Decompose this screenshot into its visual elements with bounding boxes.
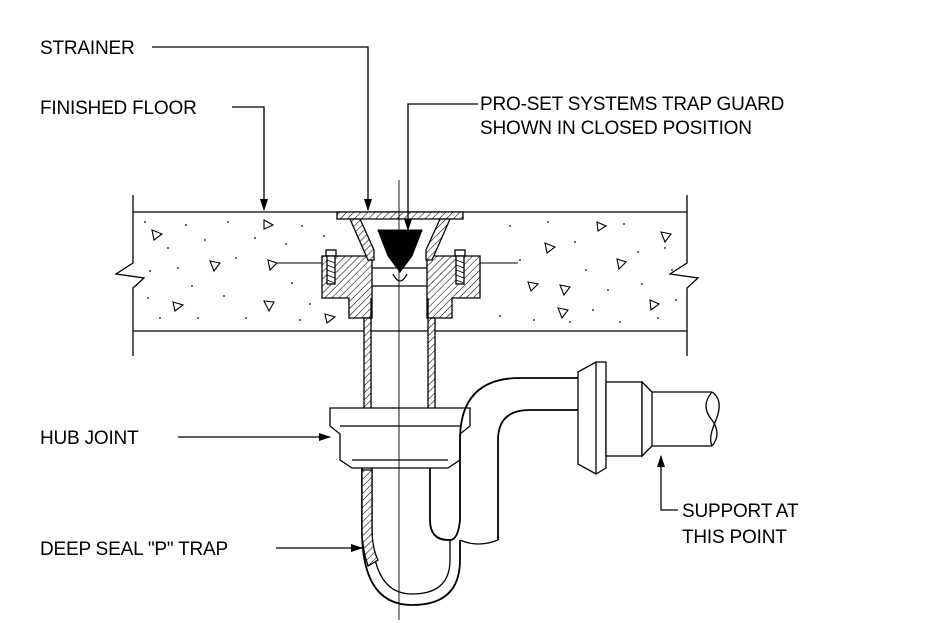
label-p-trap: DEEP SEAL "P" TRAP	[40, 539, 228, 560]
label-support-line2: THIS POINT	[682, 527, 787, 548]
label-trap-guard-line2: SHOWN IN CLOSED POSITION	[480, 118, 752, 139]
label-finished-floor: FINISHED FLOOR	[40, 98, 197, 119]
leader-lines	[152, 46, 678, 552]
p-trap	[361, 377, 580, 606]
outlet-pipe	[652, 391, 720, 447]
label-trap-guard-line1: PRO-SET SYSTEMS TRAP GUARD	[480, 94, 784, 115]
bolt-left	[325, 249, 337, 285]
label-support-line1: SUPPORT AT	[682, 501, 799, 522]
strainer	[336, 211, 464, 261]
bolt-right	[454, 249, 466, 285]
hub-joint	[329, 407, 471, 469]
trap-guard	[377, 229, 423, 282]
outlet-coupling	[577, 361, 653, 475]
concrete-aggregate-pattern	[144, 219, 677, 324]
vertical-drain-pipe	[363, 298, 436, 411]
label-strainer: STRAINER	[40, 38, 134, 59]
label-hub-joint: HUB JOINT	[40, 428, 139, 449]
